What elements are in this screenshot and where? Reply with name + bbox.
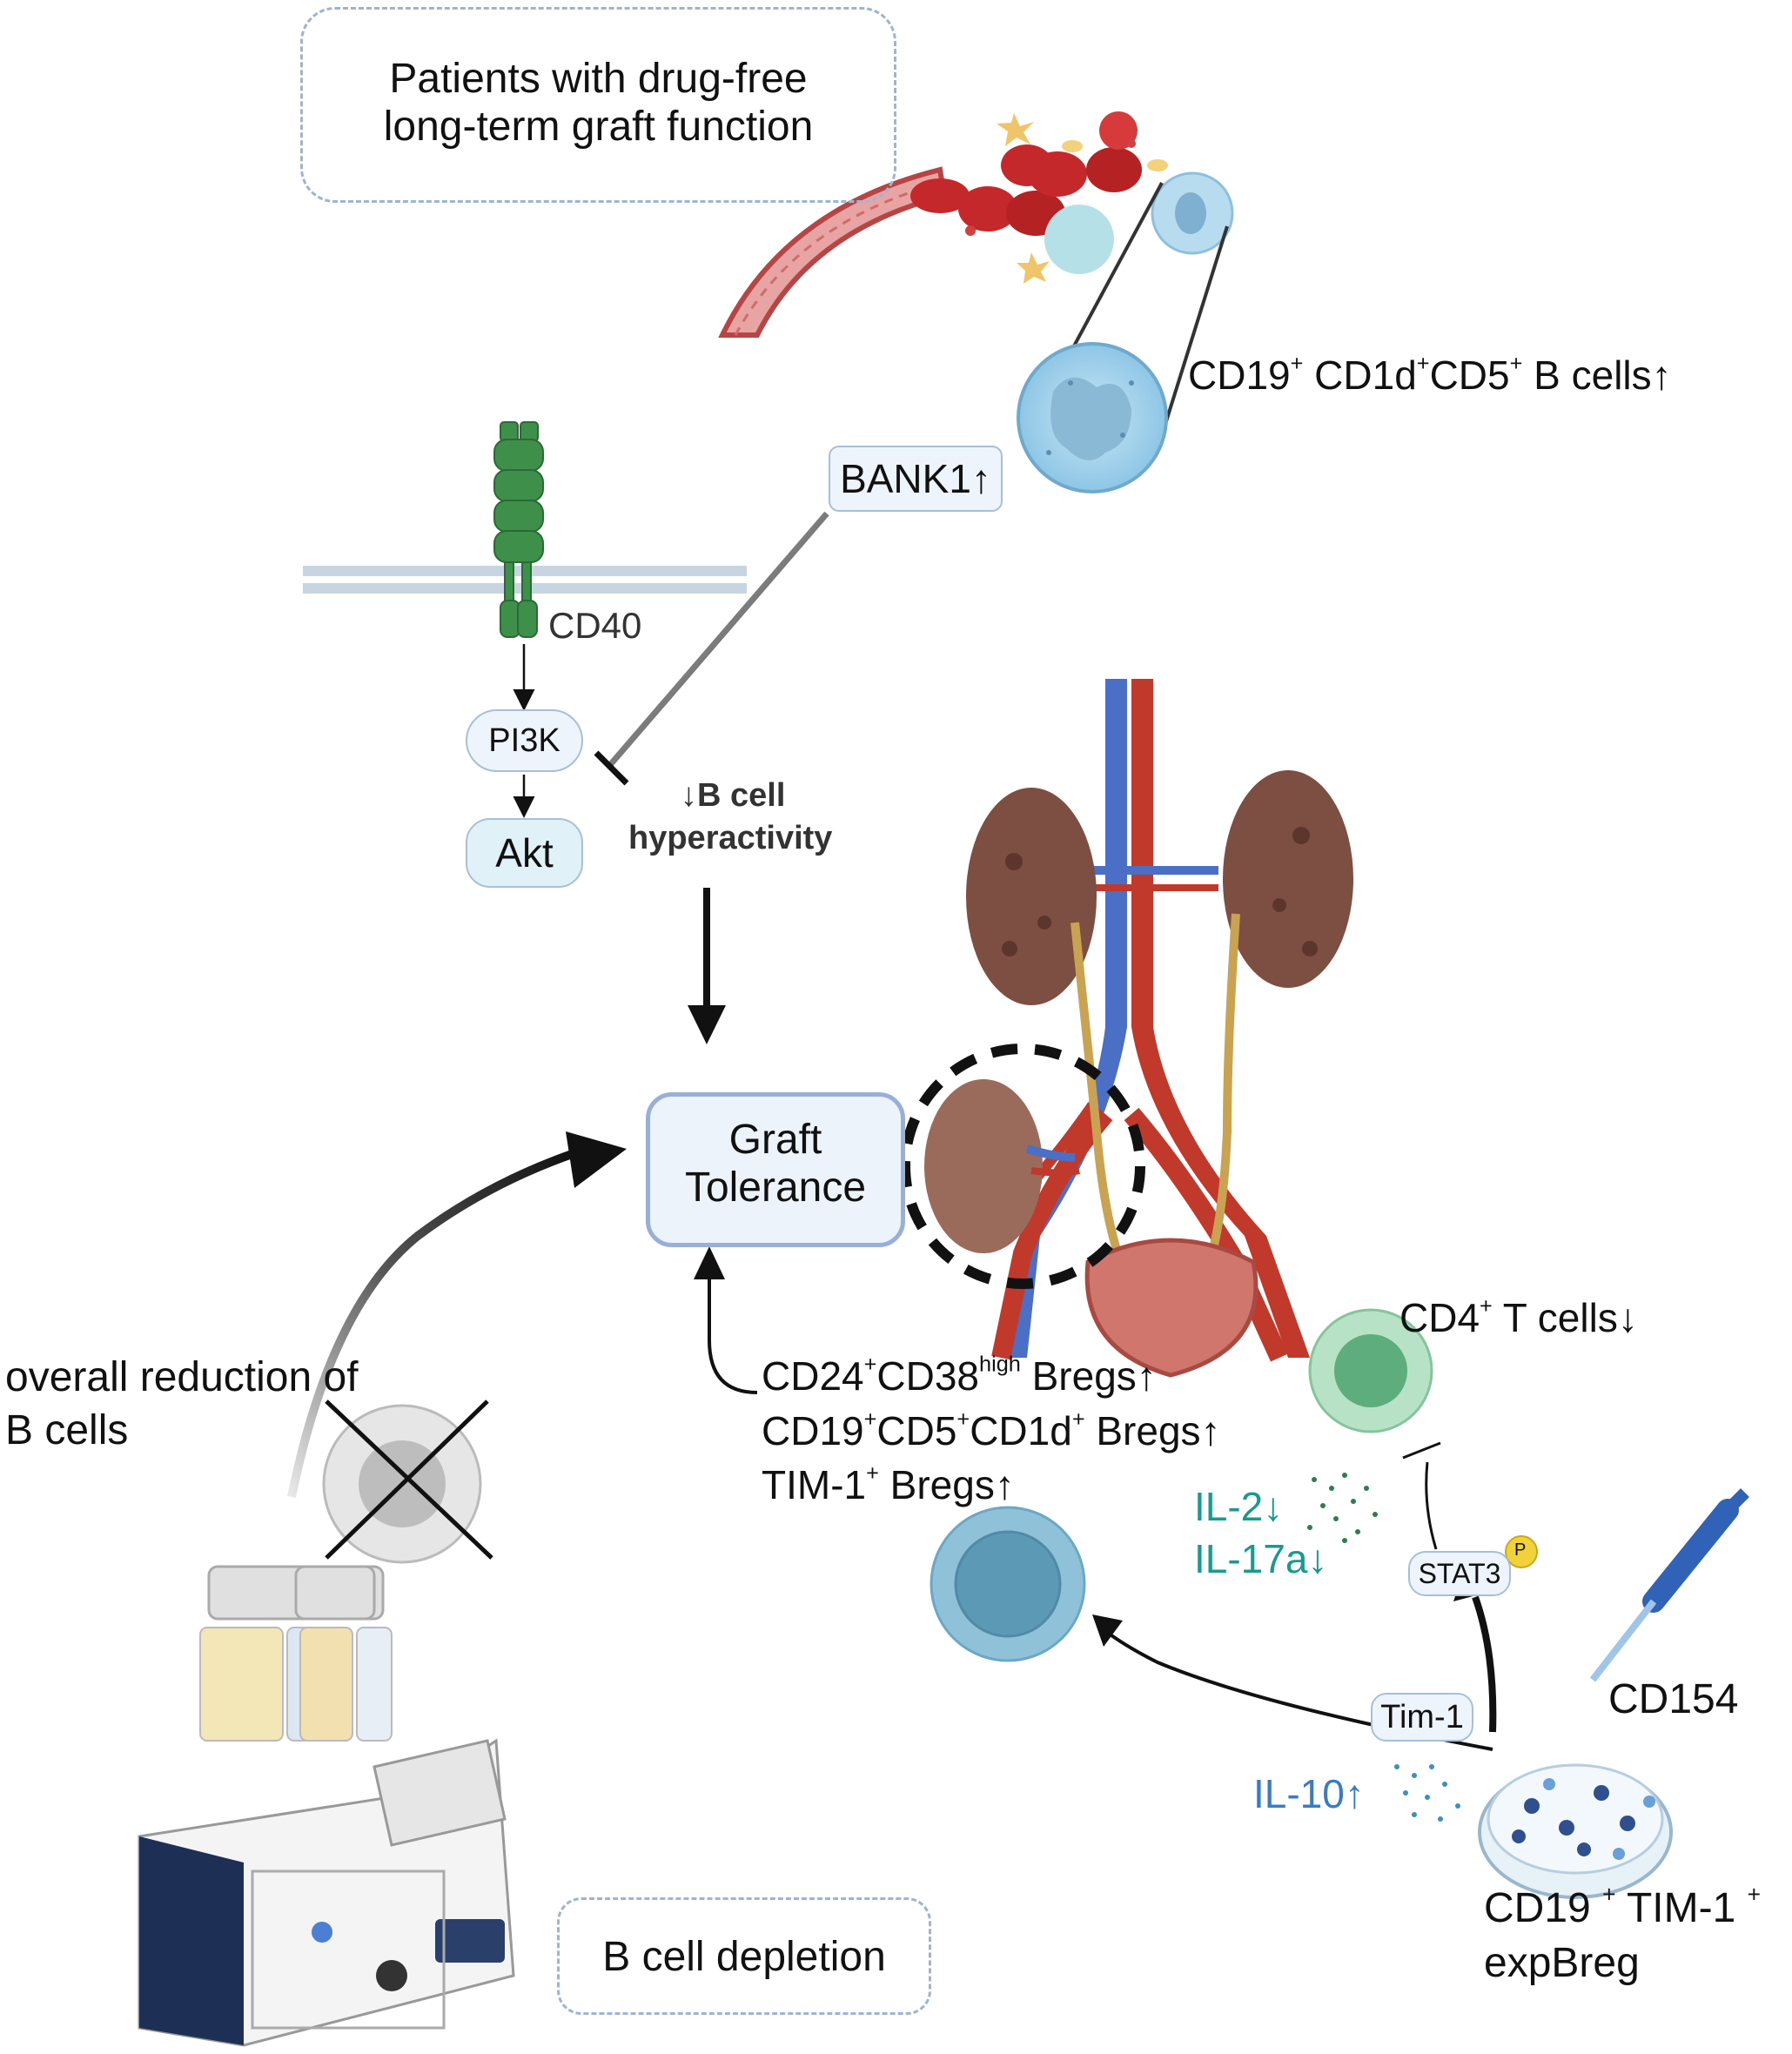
transplant-kidney-highlight bbox=[900, 1044, 1145, 1289]
stat3-pill: STAT3 bbox=[1408, 1551, 1511, 1596]
cytokine-dots-blue bbox=[1394, 1764, 1460, 1822]
bank1-inhibition-line bbox=[594, 511, 829, 786]
depleted-b-cell-icon bbox=[322, 1400, 493, 1564]
cd40-label: CD40 bbox=[548, 605, 642, 646]
il10-label: IL-10↑ bbox=[1253, 1771, 1365, 1816]
cd4-t-cells-label: CD4+ T cells↓ bbox=[1399, 1293, 1638, 1340]
graft-tolerance-line1: Graft bbox=[728, 1117, 822, 1163]
b-cells-increase-label: CD19+ CD1d+CD5+ B cells↑ bbox=[1188, 351, 1672, 398]
expbreg-line1: CD19 + TIM-1 + bbox=[1484, 1881, 1762, 1931]
pi3k-pill: PI3K bbox=[466, 709, 583, 772]
blood-vessel-illustration bbox=[718, 111, 1234, 338]
b-cell-depletion-box: B cell depletion bbox=[557, 1897, 931, 2015]
patients-header-line1: Patients with drug-free bbox=[389, 56, 808, 102]
phospho-badge-icon bbox=[1505, 1535, 1538, 1568]
hyperactivity-label-line1: ↓B cell bbox=[681, 777, 786, 814]
arrow-depletion-to-tolerance bbox=[287, 1131, 627, 1499]
patients-header-box: Patients with drug-free long-term graft … bbox=[300, 7, 896, 203]
b-cell-depletion-label: B cell depletion bbox=[602, 1934, 886, 1980]
overall-reduction-line1: overall reduction of bbox=[5, 1354, 359, 1400]
il17a-label: IL-17a↓ bbox=[1194, 1536, 1328, 1581]
cd40-receptor-icon bbox=[493, 421, 544, 638]
pipette-icon bbox=[1589, 1488, 1749, 1682]
bregs-line2: CD19+CD5+CD1d+ Bregs↑ bbox=[762, 1406, 1221, 1453]
breg-cell-icon bbox=[930, 1506, 1086, 1662]
il2-label: IL-2↓ bbox=[1194, 1484, 1284, 1529]
bank1-pill: BANK1↑ bbox=[829, 446, 1003, 512]
akt-pill: Akt bbox=[466, 818, 583, 888]
hyperactivity-label-line2: hyperactivity bbox=[628, 820, 833, 856]
tim1-pill: Tim-1 bbox=[1371, 1693, 1473, 1742]
stat3-inhibition-line bbox=[1402, 1441, 1441, 1550]
graft-tolerance-box: Graft Tolerance bbox=[646, 1092, 905, 1247]
arrow-bregs-to-tolerance bbox=[694, 1246, 758, 1394]
arrow-hyperactivity-to-tolerance bbox=[688, 888, 726, 1044]
cd154-label: CD154 bbox=[1608, 1676, 1739, 1722]
b-cell-zoom bbox=[1017, 182, 1229, 493]
expbreg-line2: expBreg bbox=[1484, 1940, 1640, 1986]
apheresis-machine-illustration bbox=[138, 1565, 515, 2047]
bregs-line3: TIM-1+ Bregs↑ bbox=[762, 1460, 1015, 1507]
cytokine-dots-green bbox=[1307, 1473, 1378, 1543]
patients-header-line2: long-term graft function bbox=[383, 104, 814, 150]
cd4-t-cell-icon bbox=[1308, 1308, 1433, 1433]
phospho-label: P bbox=[1514, 1540, 1527, 1560]
urinary-system-illustration bbox=[900, 679, 1353, 1378]
bregs-line1: CD24+CD38high Bregs↑ bbox=[762, 1352, 1157, 1399]
graft-tolerance-line2: Tolerance bbox=[684, 1165, 867, 1211]
overall-reduction-line2: B cells bbox=[5, 1407, 129, 1453]
petri-dish-icon bbox=[1478, 1763, 1673, 1899]
